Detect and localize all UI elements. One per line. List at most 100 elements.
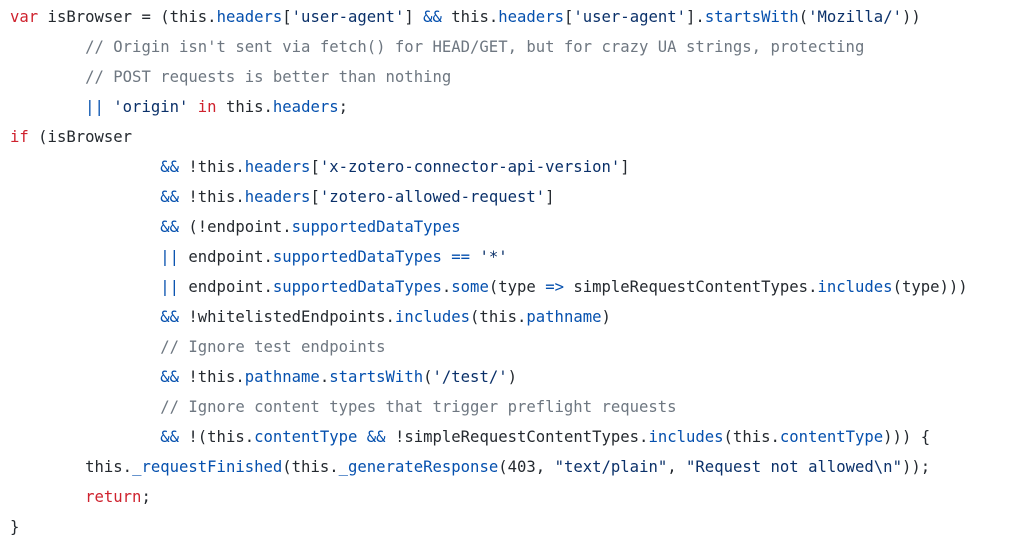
- code-token: [10, 398, 160, 416]
- code-token: 'origin': [113, 98, 189, 116]
- code-line: || endpoint.supportedDataTypes.some(type…: [10, 272, 1032, 302]
- code-token: ,: [667, 458, 687, 476]
- code-token: [10, 68, 85, 86]
- code-token: &&: [160, 308, 179, 326]
- code-token: }: [10, 518, 20, 536]
- code-token: includes: [394, 308, 471, 326]
- code-token: [10, 368, 160, 386]
- code-token: ]: [545, 188, 555, 206]
- code-token: &&: [423, 8, 442, 26]
- code-token: !simpleRequestContentTypes.: [385, 428, 649, 446]
- code-line: || endpoint.supportedDataTypes == '*': [10, 242, 1032, 272]
- code-token: (this.: [723, 428, 780, 446]
- code-token: 'Mozilla/': [808, 8, 902, 26]
- code-token: return: [85, 488, 142, 506]
- code-token: // POST requests is better than nothing: [85, 68, 452, 86]
- code-token: (: [423, 368, 433, 386]
- code-token: var: [10, 8, 39, 26]
- code-token: 'user-agent': [291, 8, 405, 26]
- code-token: )): [901, 8, 921, 26]
- code-token: _generateResponse: [338, 458, 499, 476]
- code-token: (type))): [892, 278, 968, 296]
- code-line: // POST requests is better than nothing: [10, 62, 1032, 92]
- code-token: contentType: [779, 428, 884, 446]
- code-token: ||: [160, 278, 179, 296]
- code-token: !whitelistedEndpoints.: [179, 308, 395, 326]
- code-token: this.: [441, 8, 499, 26]
- code-token: pathname: [244, 368, 320, 386]
- code-token: ;: [338, 98, 349, 116]
- code-token: (403,: [498, 458, 555, 476]
- code-token: [188, 98, 197, 116]
- code-token: =>: [545, 278, 564, 296]
- code-token: supportedDataTypes: [291, 218, 461, 236]
- code-line: && !this.pathname.startsWith('/test/'): [10, 362, 1032, 392]
- code-token: (isBrowser: [28, 128, 133, 146]
- code-token: [: [310, 158, 320, 176]
- code-token: [10, 158, 160, 176]
- code-token: startsWith: [329, 368, 424, 386]
- code-token: 'x-zotero-connector-api-version': [319, 158, 621, 176]
- code-token: [: [310, 188, 320, 206]
- code-token: ].: [686, 8, 705, 26]
- code-token: (this.: [470, 308, 527, 326]
- code-token: headers: [498, 8, 564, 26]
- code-line: && !whitelistedEndpoints.includes(this.p…: [10, 302, 1032, 332]
- code-token: pathname: [526, 308, 602, 326]
- code-token: supportedDataTypes: [272, 278, 442, 296]
- code-token: [10, 308, 160, 326]
- code-token: !this.: [179, 188, 245, 206]
- code-token: [10, 338, 160, 356]
- code-token: headers: [244, 188, 311, 206]
- code-token: headers: [272, 98, 339, 116]
- code-token: ));: [901, 458, 931, 476]
- code-token: ]: [620, 158, 630, 176]
- code-token: [10, 38, 85, 56]
- code-token: 'zotero-allowed-request': [319, 188, 546, 206]
- code-line: && !this.headers['zotero-allowed-request…: [10, 182, 1032, 212]
- code-token: [10, 218, 160, 236]
- code-token: [10, 188, 160, 206]
- code-token: includes: [817, 278, 893, 296]
- code-token: !this.: [179, 158, 245, 176]
- code-token: [442, 248, 451, 266]
- code-token: ||: [160, 248, 179, 266]
- code-token: (!endpoint.: [179, 218, 292, 236]
- code-token: '*': [479, 248, 508, 266]
- code-token: headers: [244, 158, 311, 176]
- code-token: (this.: [282, 458, 339, 476]
- code-token: some: [451, 278, 489, 296]
- code-token: !(this.: [179, 428, 255, 446]
- code-token: "text/plain": [554, 458, 668, 476]
- code-token: supportedDataTypes: [272, 248, 442, 266]
- code-token: startsWith: [704, 8, 799, 26]
- code-token: headers: [216, 8, 283, 26]
- code-token: [10, 428, 160, 446]
- code-token: includes: [648, 428, 724, 446]
- code-token: simpleRequestContentTypes.: [563, 278, 818, 296]
- code-token: ||: [85, 98, 104, 116]
- code-token: // Origin isn't sent via fetch() for HEA…: [85, 38, 865, 56]
- code-token: &&: [160, 158, 179, 176]
- code-line: }: [10, 512, 1032, 542]
- code-token: // Ignore test endpoints: [160, 338, 386, 356]
- code-token: [10, 278, 160, 296]
- code-line: // Origin isn't sent via fetch() for HEA…: [10, 32, 1032, 62]
- code-token: [104, 98, 113, 116]
- code-line: || 'origin' in this.headers;: [10, 92, 1032, 122]
- code-token: "Request not allowed\n": [686, 458, 902, 476]
- code-token: [10, 488, 85, 506]
- code-token: this.: [10, 458, 133, 476]
- code-token: &&: [160, 188, 179, 206]
- code-token: if: [10, 128, 29, 146]
- code-token: &&: [366, 428, 386, 446]
- code-token: [: [563, 8, 574, 26]
- code-token: &&: [160, 368, 179, 386]
- code-token: ): [507, 368, 517, 386]
- code-token: endpoint.: [179, 278, 273, 296]
- code-token: _requestFinished: [132, 458, 283, 476]
- code-token: [357, 428, 366, 446]
- code-line: return;: [10, 482, 1032, 512]
- code-token: isBrowser = (this.: [38, 8, 217, 26]
- code-line: this._requestFinished(this._generateResp…: [10, 452, 1032, 482]
